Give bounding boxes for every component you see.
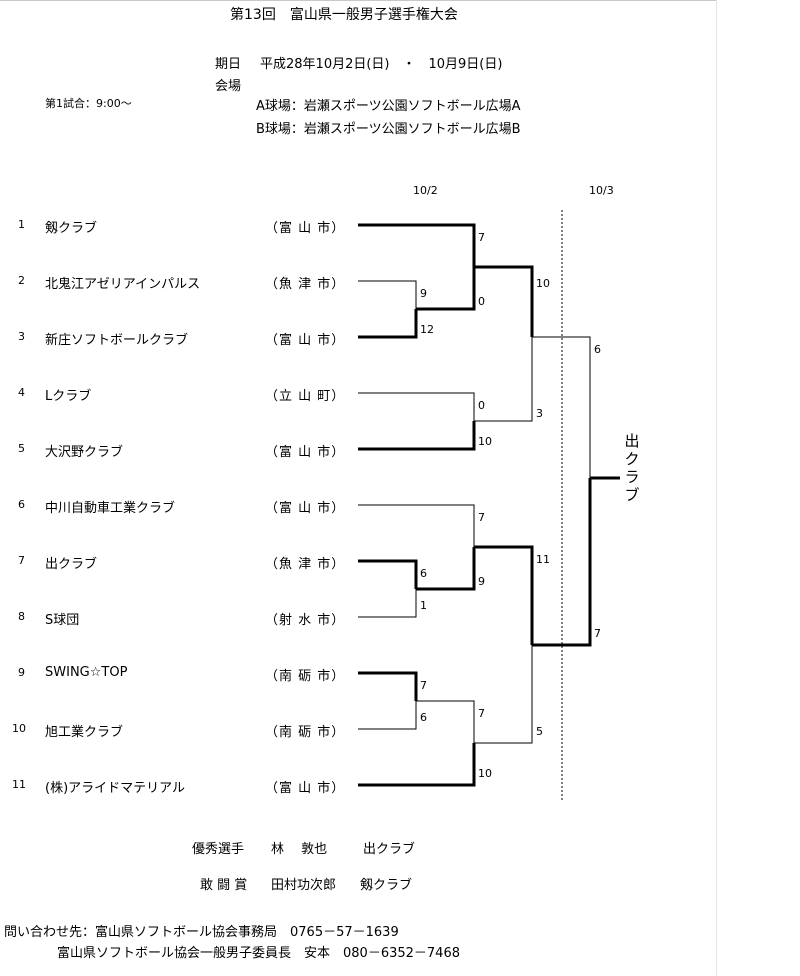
team-name: 出クラブ [45, 557, 98, 572]
line-r1m4-out [416, 700, 475, 743]
score-r3m2-top: 11 [536, 553, 550, 566]
line-team-3 [358, 309, 418, 339]
team-name: 剱クラブ [45, 221, 98, 236]
team-seed: 2 [18, 274, 25, 287]
line-r2m3-out [474, 645, 533, 744]
team-city: （富 山 市） [265, 781, 346, 796]
contact-line-2: 富山県ソフトボール協会一般男子委員長 安本 080－6352－7468 [57, 946, 460, 961]
score-r2m3-top: 7 [478, 707, 485, 720]
top-rule [0, 0, 716, 1]
line-r1m3-out [416, 547, 476, 591]
line-r1m2-out [474, 337, 533, 422]
score-r1m3-top: 6 [420, 567, 427, 580]
line-team-11 [358, 743, 476, 787]
team-seed: 1 [18, 218, 25, 231]
right-rule [716, 0, 717, 976]
line-team-1 [358, 223, 476, 267]
line-r3m2-out [532, 478, 592, 647]
score-r3m1-top: 10 [536, 277, 550, 290]
page-title: 第13回 富山県一般男子選手権大会 [230, 7, 458, 23]
score-r1m2-bottom: 10 [478, 435, 492, 448]
team-city: （魚 津 市） [265, 277, 346, 292]
score-r2m2-top: 7 [478, 511, 485, 524]
team-city: （立 山 町） [265, 389, 346, 404]
line-team-8 [358, 589, 417, 618]
score-final-top: 6 [594, 343, 601, 356]
team-city: （南 砺 市） [265, 669, 346, 684]
team-name: S球団 [45, 613, 80, 628]
contact-line-1: 問い合わせ先：富山県ソフトボール協会事務局 0765－57－1639 [4, 925, 399, 940]
score-final-bottom: 7 [594, 627, 601, 640]
score-r3m2-bottom: 5 [536, 725, 543, 738]
line-team-5 [358, 421, 476, 451]
score-r2m1-bottom: 0 [478, 295, 485, 308]
line-r2m2-out [474, 545, 534, 645]
team-name: Lクラブ [45, 389, 92, 404]
date-value: 平成28年10月2日(日) ・ 10月9日(日) [260, 57, 503, 72]
fighting-spirit-team: 剱クラブ [360, 878, 413, 893]
venue-a: A球場：岩瀬スポーツ公園ソフトボール広場A [256, 99, 521, 114]
team-city: （射 水 市） [265, 613, 346, 628]
team-seed: 11 [12, 778, 26, 791]
team-seed: 10 [12, 722, 26, 735]
line-team-9 [358, 671, 418, 701]
team-seed: 6 [18, 498, 25, 511]
team-city: （富 山 市） [265, 221, 346, 236]
team-seed: 8 [18, 610, 25, 623]
score-r2m1-top: 7 [478, 231, 485, 244]
score-r1m1-top: 9 [420, 287, 427, 300]
champion-name: 出クラブ [624, 432, 640, 504]
score-r1m4-bottom: 6 [420, 711, 427, 724]
venue-label: 会場 [215, 79, 242, 94]
score-r1m2-top: 0 [478, 399, 485, 412]
team-seed: 3 [18, 330, 25, 343]
line-team-2 [358, 280, 417, 309]
score-r1m4-top: 7 [420, 679, 427, 692]
team-city: （富 山 市） [265, 333, 346, 348]
venue-b: B球場：岩瀬スポーツ公園ソフトボール広場B [256, 122, 521, 137]
line-team-4 [358, 392, 475, 421]
team-city: （魚 津 市） [265, 557, 346, 572]
line-r1m1-out [416, 267, 476, 311]
score-r1m1-bottom: 12 [420, 323, 434, 336]
line-team-7 [358, 559, 418, 589]
team-name: 新庄ソフトボールクラブ [45, 333, 189, 348]
score-r2m2-bottom: 9 [478, 575, 485, 588]
first-match-time: 第1試合：9:00～ [45, 97, 132, 110]
team-city: （富 山 市） [265, 501, 346, 516]
mvp-team: 出クラブ [363, 842, 416, 857]
round-date-2: 10/3 [589, 184, 614, 197]
team-seed: 7 [18, 554, 25, 567]
round-date-1: 10/2 [413, 184, 438, 197]
mvp-name: 林 敦也 [271, 842, 328, 857]
team-name: (株)アライドマテリアル [45, 781, 186, 796]
fighting-spirit-name: 田村功次郎 [271, 878, 337, 893]
line-r2m1-out [474, 265, 534, 337]
team-seed: 9 [18, 666, 25, 679]
team-name: 旭工業クラブ [45, 725, 124, 740]
score-r2m3-bottom: 10 [478, 767, 492, 780]
team-seed: 4 [18, 386, 25, 399]
mvp-label: 優秀選手 [192, 842, 245, 857]
line-team-6 [358, 504, 475, 547]
fighting-spirit-label: 敢 闘 賞 [200, 878, 248, 893]
line-team-10 [358, 701, 417, 730]
score-r1m3-bottom: 1 [420, 599, 427, 612]
team-name: SWING☆TOP [45, 665, 128, 680]
team-city: （南 砺 市） [265, 725, 346, 740]
score-r3m1-bottom: 3 [536, 407, 543, 420]
team-name: 中川自動車工業クラブ [45, 501, 176, 516]
date-label: 期日 [215, 57, 242, 72]
team-name: 北鬼江アゼリアインパルス [45, 277, 201, 292]
team-seed: 5 [18, 442, 25, 455]
team-name: 大沢野クラブ [45, 445, 124, 460]
team-city: （富 山 市） [265, 445, 346, 460]
